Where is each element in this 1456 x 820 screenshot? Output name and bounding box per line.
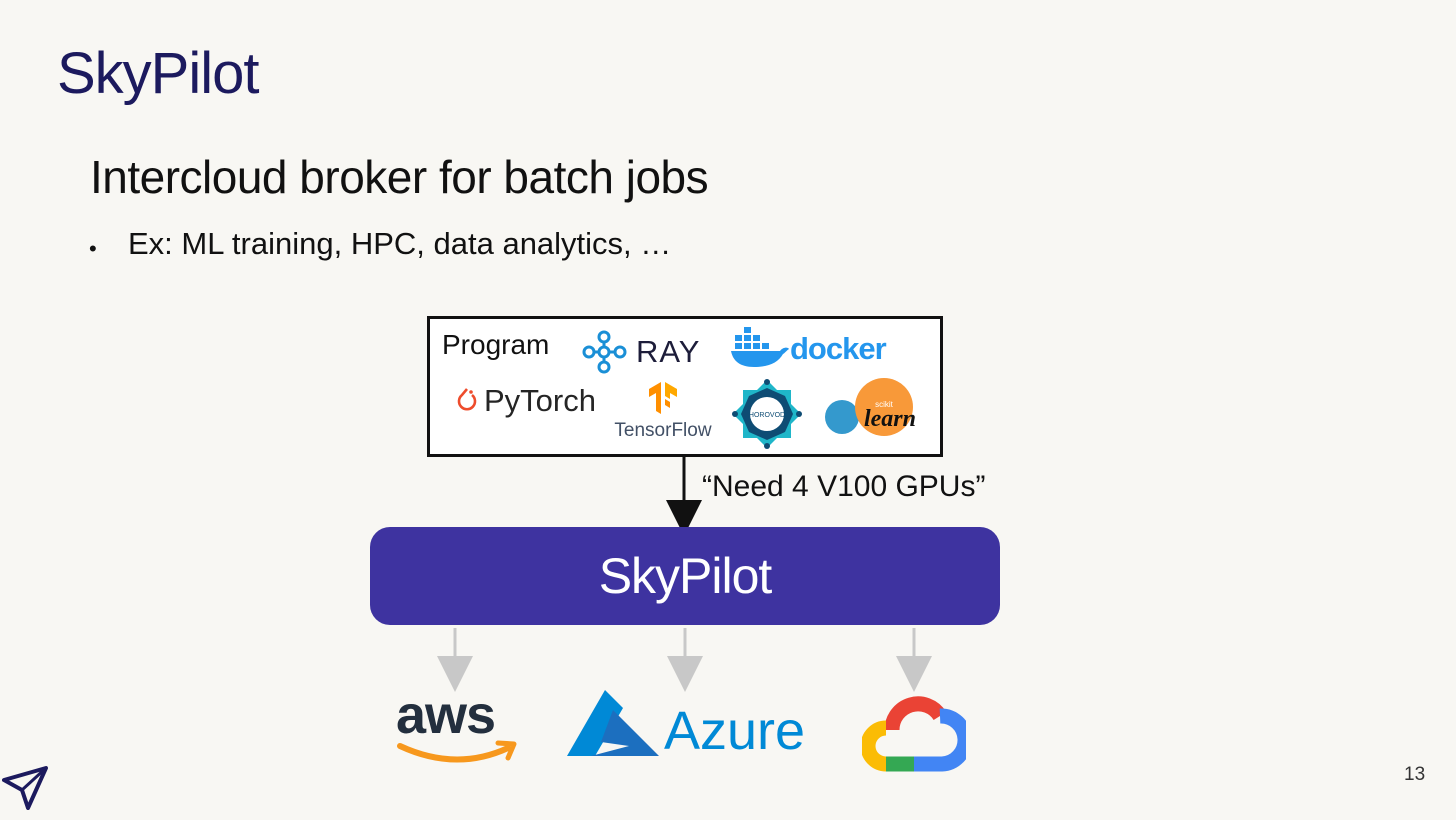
bullet-text: Ex: ML training, HPC, data analytics, … [128,226,672,261]
bullet-marker: • [89,236,97,261]
ray-label: RAY [636,334,701,369]
slide-title: SkyPilot [57,41,260,106]
page-number: 13 [1404,764,1426,785]
sklearn-logo: scikit learn [822,377,932,442]
pytorch-logo: PyTorch [456,383,596,419]
sklearn-small-label: scikit [875,400,894,409]
program-box: Program RAY [427,316,943,457]
azure-label: Azure [664,701,806,761]
docker-logo: docker [730,325,887,367]
request-label: “Need 4 V100 GPUs” [702,470,986,503]
ray-icon [582,330,627,374]
horovod-label: HOROVOD [749,412,785,419]
horovod-logo: HOROVOD [730,377,804,456]
tensorflow-icon [649,382,677,414]
gcp-cloud-icon [862,696,966,772]
aws-label: aws [396,685,496,745]
program-label: Program [442,329,550,360]
slide-subtitle: Intercloud broker for batch jobs [90,151,709,203]
docker-whale-icon [731,327,789,367]
pytorch-flame-icon [457,388,477,411]
tensorflow-logo: TensorFlow [608,381,718,442]
sklearn-icon: scikit learn [825,378,916,436]
ray-logo: RAY [582,329,700,375]
tensorflow-label: TensorFlow [614,420,712,441]
skypilot-logo-icon [2,766,48,810]
azure-icon [567,690,659,756]
skypilot-broker-box: SkyPilot [370,527,1000,625]
aws-smile-icon [397,740,517,763]
skypilot-broker-label: SkyPilot [598,548,773,604]
horovod-icon: HOROVOD [732,379,802,449]
pytorch-label: PyTorch [484,383,596,418]
aws-logo: aws [396,688,520,774]
sklearn-main-label: learn [864,406,916,432]
docker-label: docker [790,331,887,366]
